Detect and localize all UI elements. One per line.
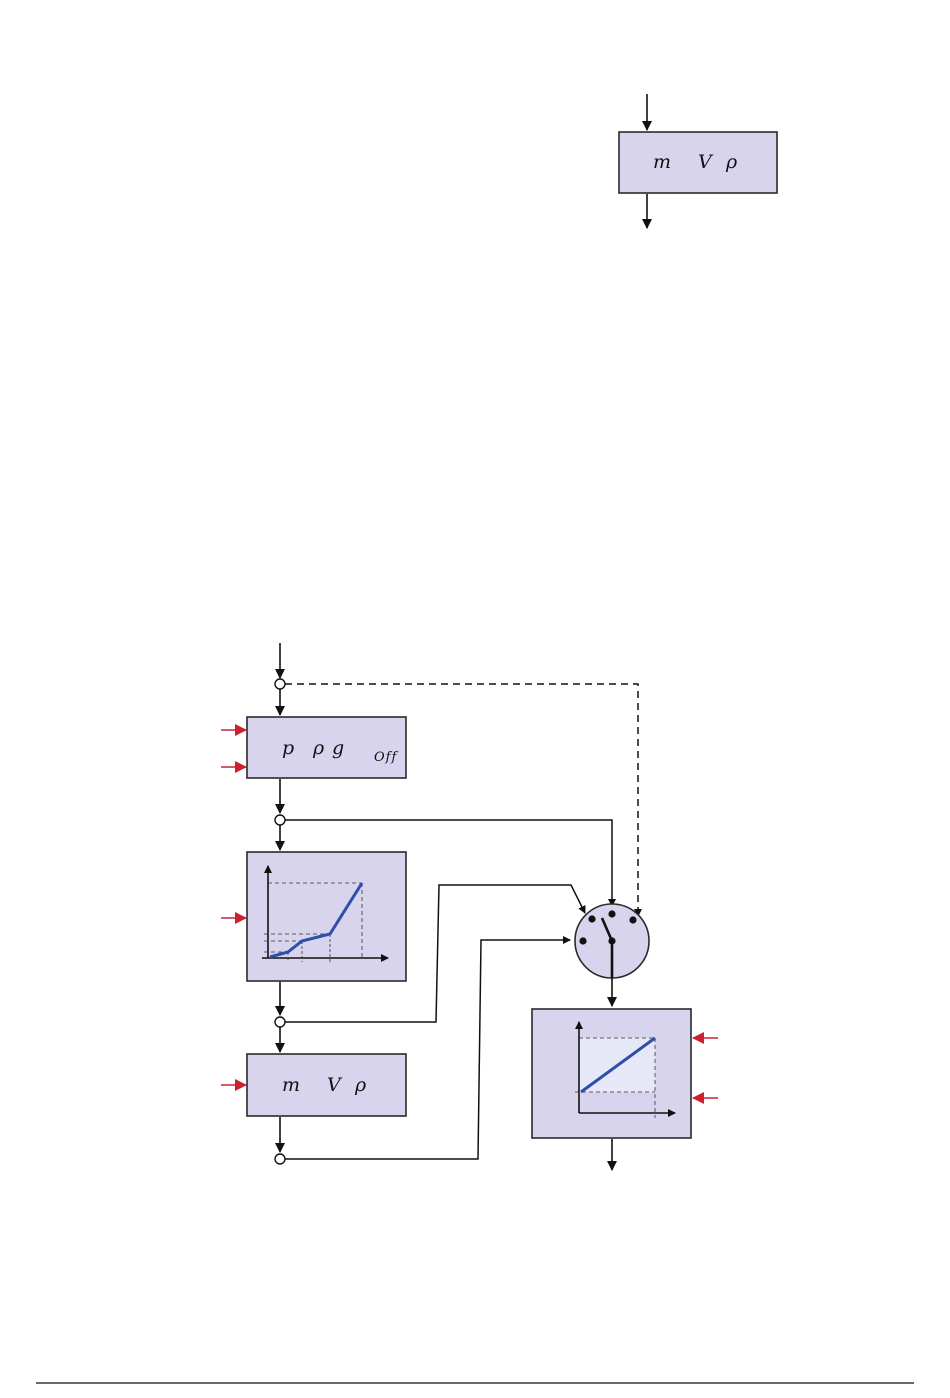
pressure-block: p ρ g Off bbox=[221, 717, 406, 778]
pressure-rho-label: ρ bbox=[312, 737, 325, 759]
branch-node-4 bbox=[275, 1154, 285, 1164]
top-mass-volume-density-block: m V ρ bbox=[619, 94, 777, 228]
switch-icon bbox=[575, 904, 649, 978]
pressure-block-box bbox=[247, 717, 406, 778]
pressure-off-subscript: Off bbox=[374, 750, 398, 765]
top-block-rho-label: ρ bbox=[725, 151, 738, 173]
volume-m-label: m bbox=[282, 1074, 300, 1096]
branch-node-3 bbox=[275, 1017, 285, 1027]
pressure-g-label: g bbox=[332, 737, 344, 759]
branch-node-1 bbox=[275, 679, 285, 689]
volume-rho-label: ρ bbox=[354, 1074, 367, 1096]
pressure-p-label: p bbox=[282, 737, 294, 759]
volume-block: m V ρ bbox=[221, 1054, 406, 1116]
top-block-v-label: V bbox=[698, 151, 714, 173]
lookup-block bbox=[221, 852, 406, 981]
volume-v-label: V bbox=[327, 1074, 343, 1096]
output-block bbox=[532, 1009, 718, 1138]
branch-node-2 bbox=[275, 815, 285, 825]
top-block-m-label: m bbox=[653, 151, 671, 173]
lookup-block-box bbox=[247, 852, 406, 981]
